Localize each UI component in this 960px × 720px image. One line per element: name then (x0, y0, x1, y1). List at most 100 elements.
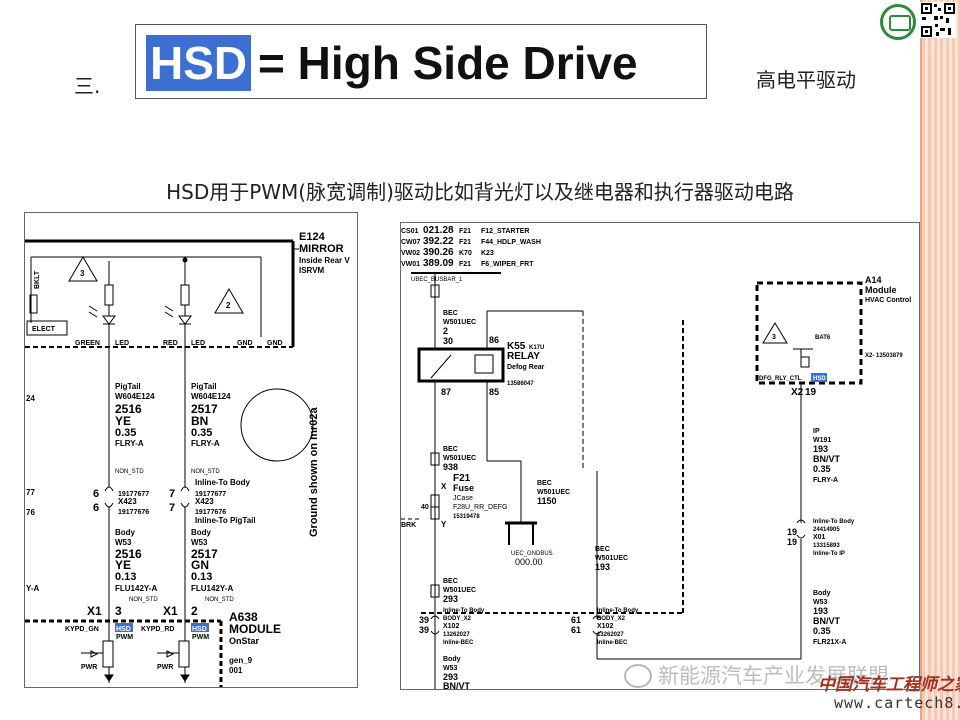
fuse-part: 15319478 (453, 514, 480, 520)
w1-type: PigTail (115, 382, 141, 391)
bec1-harness: W501UEC (443, 319, 476, 326)
bec1-pin: 30 (443, 336, 453, 346)
bec4-label: BEC (595, 546, 610, 553)
w1-circuit: 2516 (115, 402, 142, 416)
hsd-label-2: HSD (192, 626, 207, 633)
fuse-row2-loc: F21 (459, 239, 471, 246)
bec5-circuit: 293 (443, 594, 458, 604)
kypd-gn-label: KYPD_GN (65, 626, 99, 633)
bec5-harness: W501UEC (443, 587, 476, 594)
x102-mid-part: 13262027 (597, 632, 624, 638)
note-2-label: 2 (226, 301, 231, 310)
pin-gnd-2: GND (267, 340, 283, 347)
body2-gauge: 0.35 (813, 626, 831, 636)
fuse-circuit: F28U_RR_DEFG (453, 504, 507, 511)
fuse-row4-id: VW01 (401, 261, 420, 268)
fuse-row2-name: F44_HDLP_WASH (481, 239, 541, 246)
relay-pin-87: 87 (441, 387, 451, 397)
page-subtitle: HSD用于PWM(脉宽调制)驱动比如背光灯以及继电器和执行器驱动电路 (166, 180, 794, 204)
w2-harness: W604E124 (191, 392, 231, 401)
x01-id: X01 (813, 534, 826, 541)
fuse-name: Fuse (453, 483, 474, 493)
module-id-e124: E124 (299, 231, 326, 243)
pin-led-2: LED (191, 340, 205, 347)
bec4-circuit: 193 (595, 562, 610, 572)
a14-module: Module (865, 285, 897, 295)
bec3-harness: W501UEC (537, 489, 570, 496)
w4-type: Body (191, 528, 212, 537)
relay-code: K17U (529, 345, 544, 351)
fuse-row3-id: VW02 (401, 250, 420, 257)
w2-nonstd: NON_STD (191, 469, 220, 475)
bec2-harness: W501UEC (443, 455, 476, 462)
x102-mid-tail: Inline-BEC (597, 640, 628, 646)
pin-green: GREEN (75, 340, 100, 347)
edge-label-76: 76 (26, 508, 35, 517)
watermark-site-name: 中国汽车工程师之家 (818, 675, 960, 695)
a14-id: A14 (865, 275, 882, 285)
body-w53-type: Body (443, 656, 461, 663)
kypd-rd-label: KYPD_RD (141, 626, 174, 633)
bec3-label: BEC (537, 480, 552, 487)
w1-spec: FLRY-A (115, 439, 144, 448)
w3-spec: FLU142Y-A (115, 584, 157, 593)
w2-gauge: 0.35 (191, 427, 212, 439)
w3-harness: W53 (115, 538, 132, 547)
x423-pin-left-top: 6 (93, 488, 99, 500)
pin-led-1: LED (115, 340, 129, 347)
pwr-label-2: PWR (157, 664, 173, 671)
bec4-harness: W501UEC (595, 555, 628, 562)
fuse-loc: JCase (453, 495, 473, 502)
x1-label-1: X1 (87, 604, 102, 618)
x102-mid-pin-bottom: 61 (571, 625, 581, 635)
hsd-label-1: HSD (116, 626, 131, 633)
fuse-row3-name: K23 (481, 250, 494, 257)
w2-color: BN (191, 414, 208, 428)
x423-right-head: Inline-To Body (195, 478, 251, 487)
relay-name: RELAY (507, 351, 540, 362)
pwr-label-1: PWR (81, 664, 97, 671)
x102-left-pin-bottom: 39 (419, 625, 429, 635)
w3-color: YE (115, 558, 131, 572)
bec2-label: BEC (443, 446, 458, 453)
w1-harness: W604E124 (115, 392, 155, 401)
relay-pin-85: 85 (489, 387, 499, 397)
bec1-circuit: 2 (443, 326, 448, 336)
right-diagram-svg: CS01 021.28 F21 F12_STARTER CW07 392.22 … (401, 225, 911, 689)
qr-code-icon (920, 2, 956, 38)
x423-pin-right-top: 7 (169, 488, 175, 500)
x102-mid-body: BODY_X2 (597, 616, 626, 622)
fuse-rating: 40 (421, 504, 429, 511)
a14-name: HVAC Control (865, 297, 911, 304)
fuse-pin-x: X (441, 482, 447, 491)
left-wiring-diagram: E124 MIRROR Inside Rear V ISRVM BKLT ELE… (24, 212, 358, 688)
fuse-row4-name: F6_WIPER_FRT (481, 261, 534, 268)
fuse-row1-val: 021.28 (423, 225, 454, 236)
fuse-row4-val: 389.09 (423, 258, 454, 269)
w4-color: GN (191, 558, 209, 572)
relay-desc: Defog Rear (507, 364, 545, 371)
a14-hsd-label: HSD (813, 376, 826, 382)
w4-circuit: 2517 (191, 547, 218, 561)
a638-id: A638 (229, 610, 258, 624)
w1-gauge: 0.35 (115, 427, 136, 439)
x423-left-id: X423 (118, 497, 137, 506)
w4-gauge: 0.13 (191, 571, 212, 583)
bklt-label: BKLT (34, 270, 41, 289)
x102-left-part: 13262027 (443, 632, 470, 638)
left-diagram-svg: E124 MIRROR Inside Rear V ISRVM BKLT ELE… (25, 231, 350, 687)
bec2-circuit: 938 (443, 462, 458, 472)
body2-spec: FLR21X-A (813, 639, 846, 646)
elect-label: ELECT (32, 326, 56, 333)
association-logo-icon (880, 4, 916, 40)
a14-bat6: BAT6 (815, 335, 831, 341)
a638-rev: 001 (229, 666, 243, 675)
w3-nonstd: NON_STD (129, 597, 158, 603)
title-box: HSD = High Side Drive (135, 24, 707, 99)
w3-type: Body (115, 528, 136, 537)
x01-head: Inline-To Body (813, 519, 855, 525)
edge-label-77: 77 (26, 488, 35, 497)
gnd-bus-label: UEC_GNDBUS (511, 551, 553, 557)
w1-color: YE (115, 414, 131, 428)
x423-right-id: X423 (195, 497, 214, 506)
